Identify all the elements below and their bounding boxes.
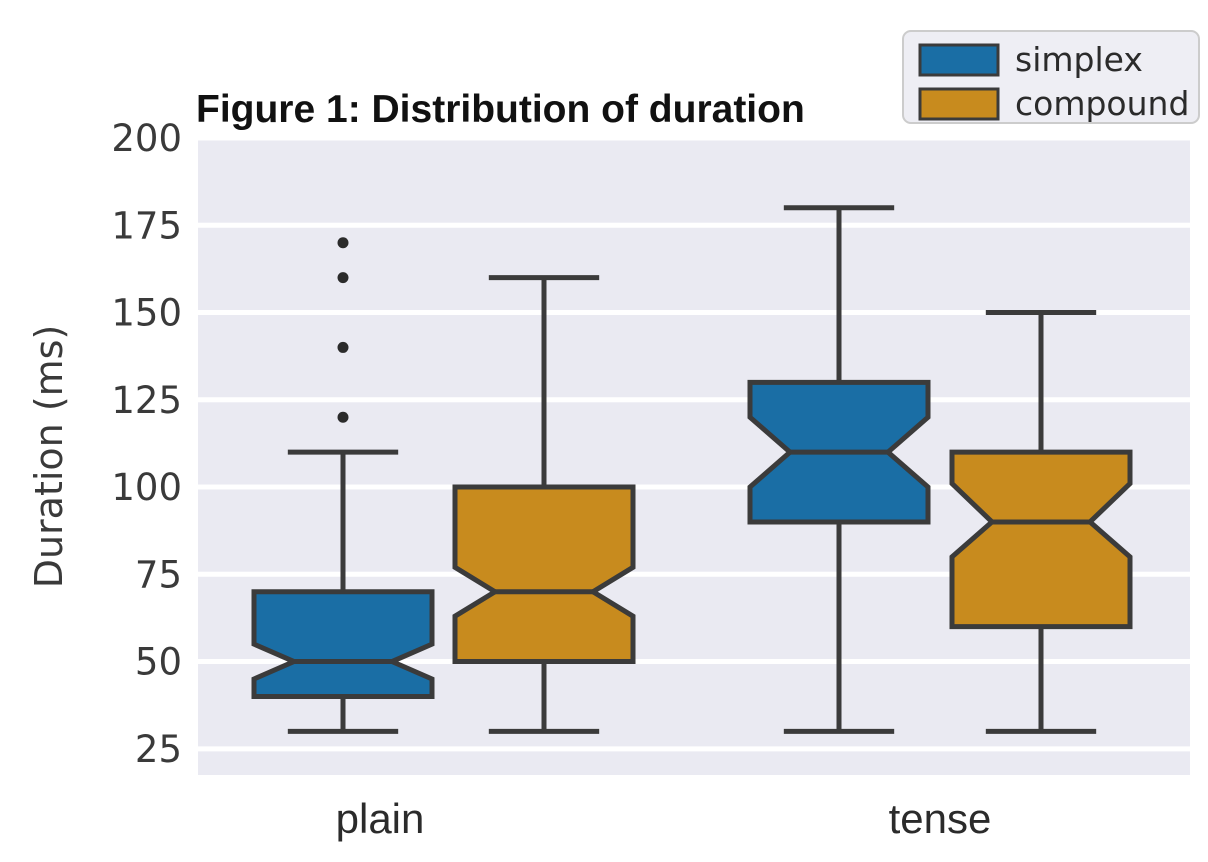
box-body [949,449,1133,630]
box-tense-simplex [747,205,931,734]
legend-swatch-simplex[interactable] [918,43,1000,77]
y-axis-tick-labels: 25 50 75 100 125 150 175 200 [111,117,182,771]
y-tick-label: 75 [135,553,182,596]
y-tick-label: 100 [111,466,182,509]
y-tick-label: 200 [111,117,182,160]
x-axis-category-labels: plain tense [336,795,992,842]
legend[interactable]: simplex compound [902,30,1200,124]
box-body [251,589,435,699]
legend-label-compound: compound [1015,84,1189,123]
x-tick-label-tense: tense [889,795,992,842]
y-tick-label: 125 [111,379,182,422]
outlier-point [337,341,349,353]
y-tick-label: 50 [135,641,182,684]
y-tick-label: 25 [135,728,182,771]
x-tick-label-plain: plain [336,795,425,842]
box-body [452,484,636,665]
box-plain-simplex [251,237,435,734]
outlier-point [337,411,349,423]
outlier-point [337,272,349,284]
legend-swatch-compound[interactable] [918,87,1000,121]
box-plot-series [251,205,1133,734]
box-tense-compound [949,310,1133,734]
outlier-point [337,237,349,249]
y-axis-title: Duration (ms) [27,325,71,589]
page-title: Figure 1: Distribution of duration [196,88,805,131]
y-tick-label: 175 [111,204,182,247]
legend-label-simplex: simplex [1015,40,1143,79]
box-plain-compound [452,275,636,734]
y-tick-label: 150 [111,292,182,335]
